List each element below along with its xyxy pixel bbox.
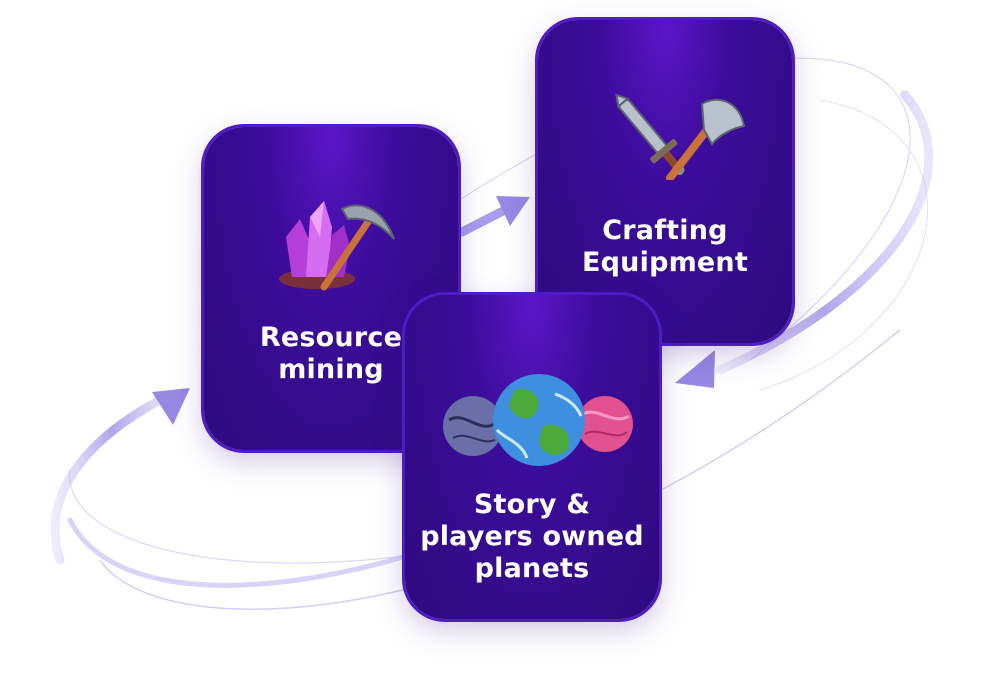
crystal-pickaxe-icon [279,201,395,291]
card-story-planets: Story & players owned planets [405,295,659,619]
card-label-mining: Resource mining [259,322,403,385]
arrow-shaft-middle [457,205,510,237]
card-crafting-equipment: Crafting Equipment [538,20,792,343]
sword-axe-icon [615,93,746,180]
orbit-line [759,99,928,391]
card-label-crafting: Crafting Equipment [582,215,748,278]
orbit-line [749,57,911,361]
orbit-arc-right [715,90,934,375]
orbit-line [99,329,901,610]
arrow-head-middle [496,196,530,226]
orbit-arc-bottom [67,517,413,588]
arrow-head-left [152,388,190,425]
card-resource-mining: Resource mining [204,127,458,450]
card-label-planets: Story & players owned planets [420,489,644,584]
orbit-arc-left [50,390,175,565]
arrow-head-right [675,350,715,388]
planets-icon [443,374,633,466]
